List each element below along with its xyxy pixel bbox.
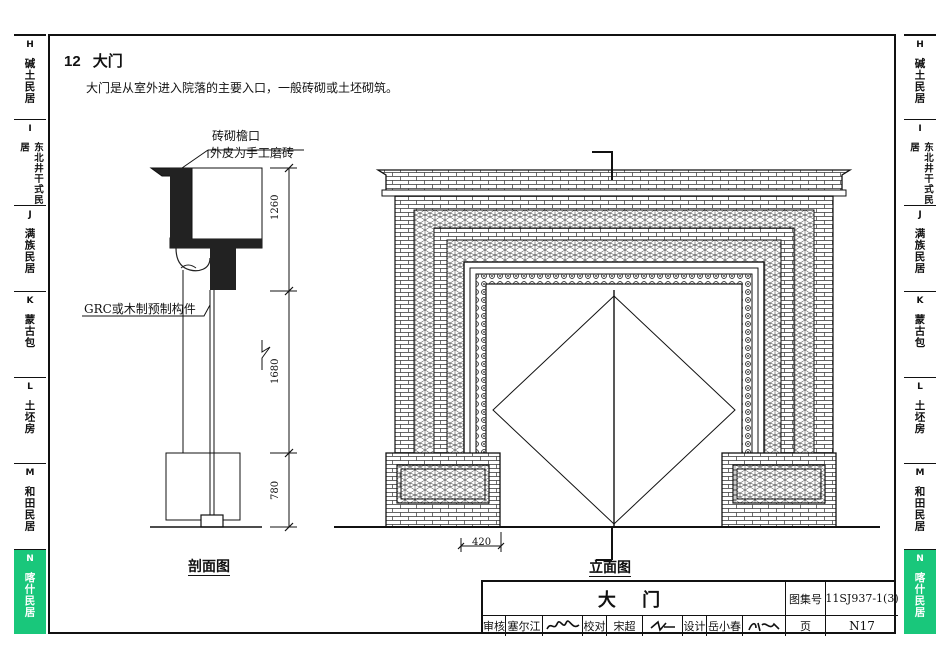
review-label: 审核 [483, 616, 506, 636]
designer-name: 岳小春 [707, 616, 743, 636]
caption-elevation: 立面图 [589, 560, 631, 576]
label-hand-ground-brick: 外皮为手工磨砖 [210, 146, 295, 160]
page-number: N17 [849, 619, 875, 633]
dim-1260: 1260 [270, 194, 281, 220]
reviewer-signature [543, 616, 583, 636]
page-label: 页 [786, 616, 826, 636]
label-brick-eave: 砖砌檐口 [212, 129, 261, 143]
design-label: 设计 [683, 616, 707, 636]
elevation-drawing [334, 151, 880, 561]
check-label: 校对 [583, 616, 607, 636]
dim-420: 420 [472, 537, 492, 548]
checker-signature [643, 616, 683, 636]
dim-1680: 1680 [270, 358, 281, 384]
drawing-frame [48, 34, 896, 634]
drawing-title: 大 门 [483, 582, 786, 616]
section-drawing [82, 149, 304, 532]
title-block: 大 门 图集号 11SJ937-1(3) 审核 塞尔江 校对 宋超 设计 岳小春… [481, 580, 899, 636]
checker-name: 宋超 [607, 616, 643, 636]
atlas-label: 图集号 [786, 582, 826, 616]
section-heading: 12 大门 [64, 50, 123, 71]
atlas-number: 11SJ937-1(3) [825, 582, 899, 616]
section-title: 大门 [92, 52, 123, 70]
label-grc-component: GRC或木制预制构件 [84, 302, 196, 316]
reviewer-name: 塞尔江 [506, 616, 543, 636]
dim-780: 780 [270, 480, 281, 500]
section-description: 大门是从室外进入院落的主要入口，一般砖砌或土坯砌筑。 [86, 81, 399, 95]
designer-signature [743, 616, 786, 636]
caption-section: 剖面图 [188, 559, 230, 575]
section-number: 12 [64, 53, 81, 70]
